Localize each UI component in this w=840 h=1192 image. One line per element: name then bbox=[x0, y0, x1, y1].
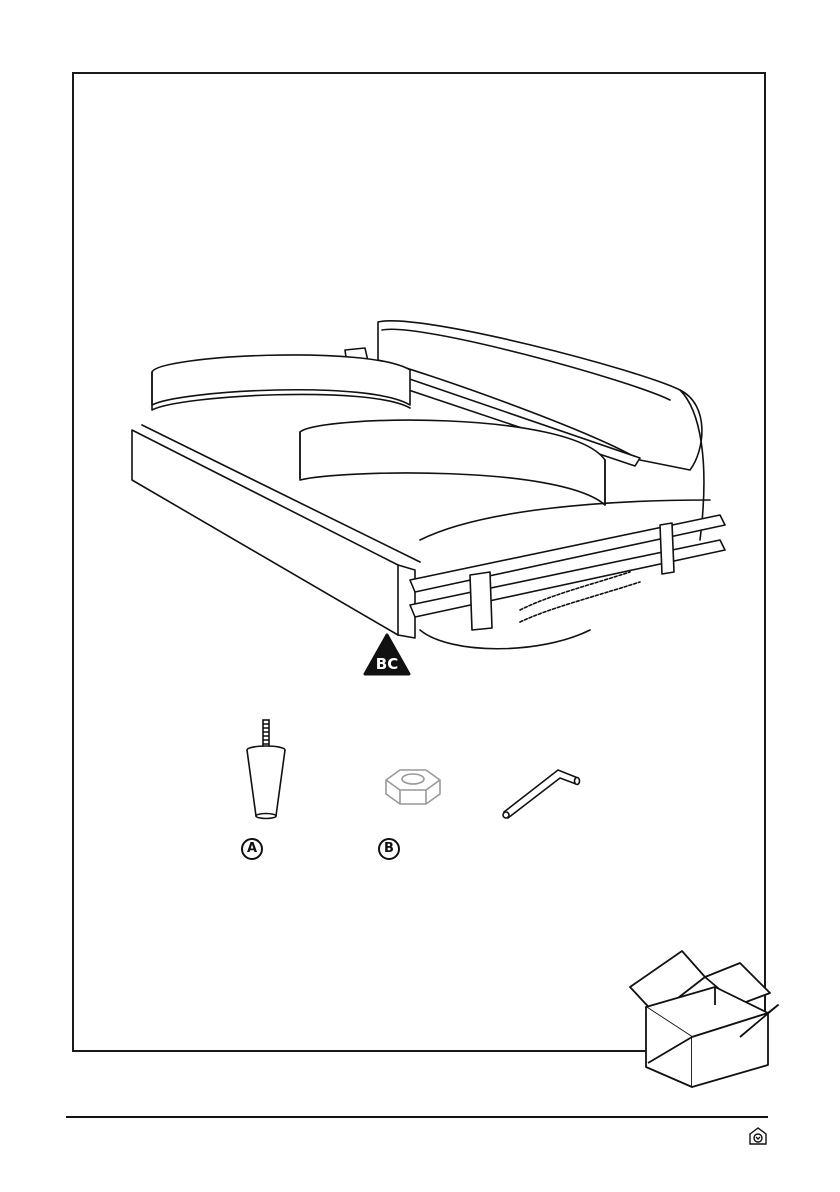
part-a-label: A bbox=[241, 838, 263, 860]
brand-logo-icon bbox=[748, 1126, 768, 1146]
part-b-label: B bbox=[378, 838, 400, 860]
allen-key-icon bbox=[496, 764, 586, 822]
bc-tag-label: BC bbox=[376, 655, 398, 673]
footer-rule bbox=[66, 1116, 768, 1118]
tapered-leg-icon bbox=[236, 716, 296, 826]
open-box-icon bbox=[620, 945, 780, 1090]
bc-warning-tag: BC bbox=[362, 632, 412, 678]
sofa-bed-icon bbox=[120, 310, 740, 690]
hex-nut-icon bbox=[378, 762, 448, 812]
